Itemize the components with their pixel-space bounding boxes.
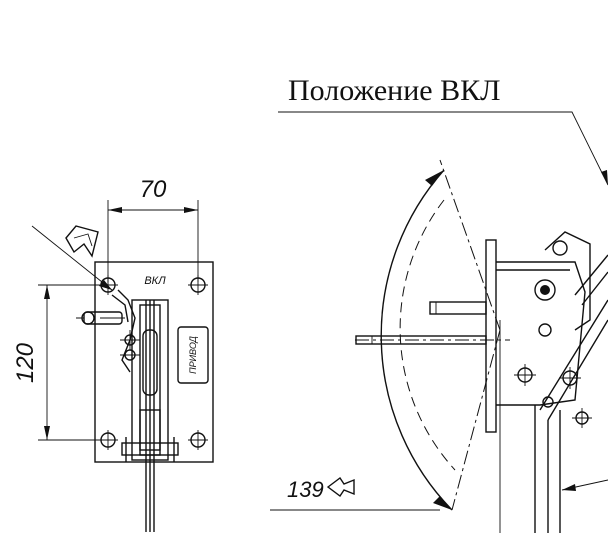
dimension-height-value: 120 xyxy=(12,342,39,383)
lever-assembly xyxy=(76,289,179,532)
swing-arc xyxy=(380,169,453,511)
dimension-width-value: 70 xyxy=(140,176,167,203)
view-mark-text: 139 xyxy=(287,477,324,502)
view-direction-arrow xyxy=(31,225,113,291)
height-dimension: 120 xyxy=(12,284,108,441)
position-leader xyxy=(278,111,608,186)
rotation-arrow xyxy=(326,476,355,498)
lever-rod xyxy=(355,335,487,345)
rotation-mark: 139 xyxy=(270,476,440,511)
width-dimension: 70 xyxy=(107,176,199,282)
panel-mark: ВКЛ xyxy=(144,275,166,287)
plate-text: ПРИВОД xyxy=(188,335,198,373)
mounting-flange xyxy=(485,239,497,433)
front-view: ПРИВОД ВКЛ 70 120 xyxy=(12,176,214,532)
side-view: Положение ВКЛ xyxy=(270,74,608,533)
position-label: Положение ВКЛ xyxy=(288,74,500,107)
label-plate xyxy=(177,326,209,384)
shaft xyxy=(429,301,487,315)
